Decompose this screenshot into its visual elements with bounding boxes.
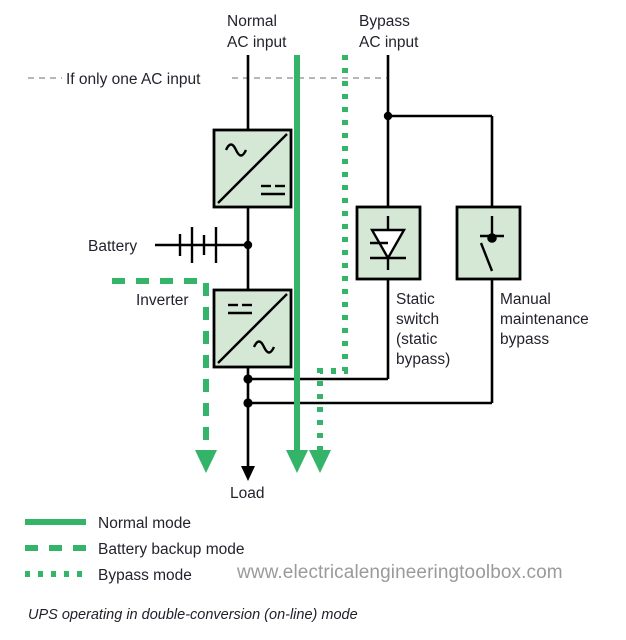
normal-ac-input-label-line2: AC input: [227, 34, 287, 51]
battery-junction-node: [243, 240, 253, 250]
static-switch-block: [355, 205, 422, 281]
inverter-ac-sine-icon: [252, 340, 276, 354]
manual-bypass-label-line3: bypass: [500, 331, 549, 348]
normal-mode-path: [286, 55, 308, 473]
rectifier-dc-dashes-icon: [261, 184, 285, 196]
if-only-one-ac-input-label: If only one AC input: [66, 71, 201, 88]
bypass-mode-arrowhead: [309, 450, 331, 473]
inverter-diagonal: [217, 293, 288, 364]
normal-mode-arrowhead: [286, 450, 308, 473]
static-switch-label-line2: switch: [396, 311, 439, 328]
output-node-static: [243, 374, 253, 384]
rectifier-ac-sine-icon: [224, 143, 248, 157]
manual-bypass-label-line1: Manual: [500, 291, 551, 308]
thyristor-icon: [369, 216, 407, 270]
battery-backup-mode-arrowhead: [195, 450, 217, 473]
rectifier-diagonal: [217, 133, 288, 204]
static-switch-label-line4: bypass): [396, 351, 450, 368]
static-switch-label-line1: Static: [396, 291, 435, 308]
inverter-label: Inverter: [136, 292, 189, 309]
battery-backup-mode-line: [112, 278, 209, 452]
output-node-manual: [243, 398, 253, 408]
bypass-mode-line: [317, 55, 348, 452]
legend-label-bypass-mode: Bypass mode: [98, 567, 192, 584]
load-arrow-black: [241, 466, 255, 481]
bypass-ac-input-label-line2: AC input: [359, 34, 419, 51]
static-switch-label-line3: (static: [396, 331, 438, 348]
rectifier-block: [212, 128, 293, 209]
manual-bypass-label-line2: maintenance: [500, 311, 589, 328]
manual-maintenance-bypass-block: [455, 205, 522, 281]
bypass-mode-path: [309, 55, 348, 473]
manual-bypass-block-body: [455, 205, 522, 281]
bypass-ac-input-label-line1: Bypass: [359, 13, 410, 30]
open-switch-icon: [479, 216, 504, 272]
inverter-block: [212, 288, 293, 369]
battery-symbol: [155, 227, 218, 263]
legend: Normal mode Battery backup mode Bypass m…: [25, 515, 244, 584]
battery-backup-mode-path: [112, 278, 217, 473]
normal-ac-input-label-line1: Normal: [227, 13, 277, 30]
wiring-bypass-ac-feed: [383, 55, 494, 207]
diagram-caption: UPS operating in double-conversion (on-l…: [28, 607, 358, 623]
bypass-junction-node: [383, 111, 393, 121]
legend-label-normal-mode: Normal mode: [98, 515, 191, 532]
site-watermark: www.electricalengineeringtoolbox.com: [236, 562, 563, 583]
wiring-output-bus: [241, 279, 494, 481]
legend-label-battery-backup-mode: Battery backup mode: [98, 541, 244, 558]
load-label: Load: [230, 485, 264, 502]
battery-label: Battery: [88, 238, 137, 255]
inverter-dc-dashes-icon: [228, 303, 252, 315]
